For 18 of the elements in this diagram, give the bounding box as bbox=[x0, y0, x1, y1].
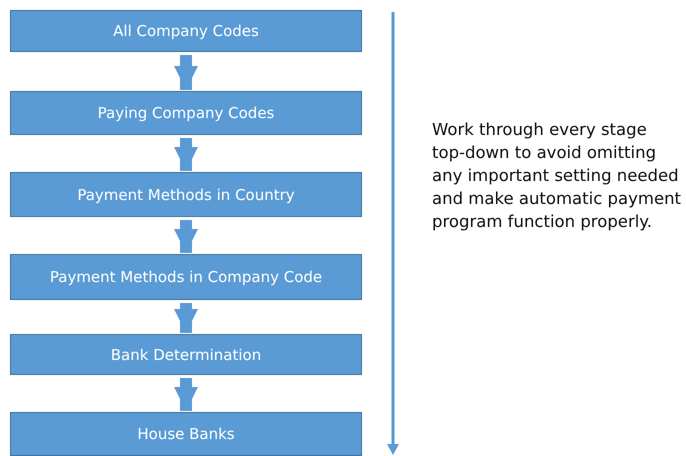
box-label: Bank Determination bbox=[110, 346, 262, 364]
box-label: Payment Methods in Country bbox=[77, 186, 295, 204]
block-arrow bbox=[174, 303, 198, 333]
process-box bbox=[10, 334, 362, 375]
block-arrow bbox=[174, 55, 198, 90]
note-text: Work through every stage top-down to avoid omitting any important setting needed and make automatic payment program function properly. bbox=[432, 119, 682, 233]
process-box bbox=[10, 91, 362, 135]
process-box bbox=[10, 172, 362, 217]
block-arrow bbox=[174, 378, 198, 411]
box-label: Payment Methods in Company Code bbox=[50, 268, 322, 286]
process-box bbox=[10, 10, 362, 52]
block-arrow bbox=[174, 138, 198, 171]
block-arrow bbox=[174, 220, 198, 253]
box-label: House Banks bbox=[137, 425, 235, 443]
box-label: Paying Company Codes bbox=[98, 104, 274, 122]
process-box bbox=[10, 254, 362, 300]
process-box bbox=[10, 412, 362, 456]
box-label: All Company Codes bbox=[113, 22, 259, 40]
